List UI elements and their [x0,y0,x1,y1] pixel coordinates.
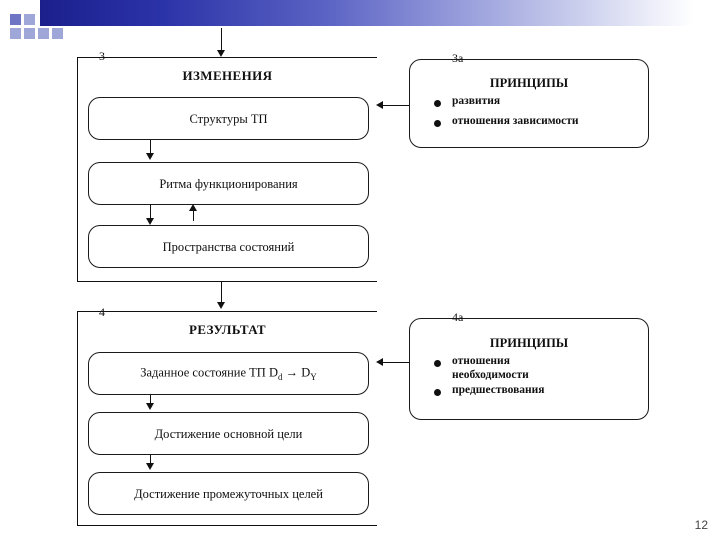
box-structure-tp[interactable]: Структуры ТП [88,97,369,140]
box-target-state-sub1: d [277,371,283,382]
arrow-head-s3-box3-to-box2 [189,204,197,211]
panel-4a-number: 4а [452,310,464,324]
gradient-bar [40,0,720,26]
box-target-state[interactable]: Заданное состояние ТП Dd → DY [88,352,369,395]
arrow-line-panel3a-to-box [383,105,411,106]
section-3-number: 3 [99,49,105,63]
box-rhythm-functioning[interactable]: Ритма функционирования [88,162,369,205]
panel-3a-item-0: развития [452,95,501,107]
box-state-space-label: Пространства состояний [162,239,295,254]
box-intermediate-goals[interactable]: Достижение промежуточных целей [88,472,369,515]
arrow-line-panel4a-to-box [383,362,411,363]
decor-square [24,14,35,25]
decor-square [38,28,49,39]
arrow-head-section3-to-section4 [217,302,225,309]
section-4-bracket [77,311,377,526]
box-target-state-mid: → D [282,365,311,380]
decor-square [24,28,35,39]
section-3-bracket [77,57,377,282]
box-rhythm-functioning-label: Ритма функционирования [159,176,298,191]
box-main-goal[interactable]: Достижение основной цели [88,412,369,455]
bullet-icon [434,389,441,396]
panel-4a-title: ПРИНЦИПЫ [489,336,569,350]
arrow-head-s3-box1-to-box2 [146,153,154,160]
arrow-line-s3-box1-to-box2 [150,140,151,155]
panel-3a-number: 3а [452,51,464,65]
arrow-line-s4-box1-to-box2 [150,395,151,405]
decor-square [52,28,63,39]
arrow-head-s4-box2-to-box3 [146,463,154,470]
section-4-number: 4 [99,305,105,319]
panel-4a-item-0: отношения необходимости [452,355,529,382]
bullet-icon [434,360,441,367]
section-4-title: РЕЗУЛЬТАТ [189,322,266,337]
arrow-head-panel3a-to-box [376,100,383,109]
decor-square [10,14,21,25]
section-3-title: ИЗМЕНЕНИЯ [182,68,273,83]
arrow-head-panel4a-to-box [376,357,383,366]
panel-4a-item-1: предшествования [452,384,545,396]
box-target-state-label: Заданное состояние ТП Dd → DY [89,365,368,382]
box-state-space[interactable]: Пространства состояний [88,225,369,268]
panel-3a-title: ПРИНЦИПЫ [489,76,569,90]
decor-square [10,28,21,39]
bullet-icon [434,100,441,107]
box-structure-tp-label: Структуры ТП [189,111,268,126]
arrow-head-s3-box2-to-box3 [146,218,154,225]
panel-principles-4a[interactable]: ПРИНЦИПЫ отношения необходимости предшес… [409,318,649,420]
arrow-line-s4-box2-to-box3 [150,455,151,465]
bullet-icon [434,120,441,127]
box-target-state-text: Заданное состояние ТП D [140,365,278,380]
arrow-head-into-section-3 [217,50,225,57]
decorative-header-bar [0,0,720,39]
panel-principles-3a[interactable]: ПРИНЦИПЫ развития отношения зависимости [409,59,649,148]
arrow-head-s4-box1-to-box2 [146,403,154,410]
arrow-line-section3-to-section4 [221,282,222,304]
box-main-goal-label: Достижение основной цели [154,426,303,441]
arrow-line-s3-box2-to-box3 [150,205,151,220]
page-number: 12 [694,518,708,532]
arrow-line-s3-box3-to-box2 [193,206,194,221]
arrow-line-into-section-3 [221,28,222,52]
panel-3a-item-1: отношения зависимости [452,115,579,127]
box-intermediate-goals-label: Достижение промежуточных целей [134,486,323,501]
box-target-state-sub2: Y [310,371,317,382]
